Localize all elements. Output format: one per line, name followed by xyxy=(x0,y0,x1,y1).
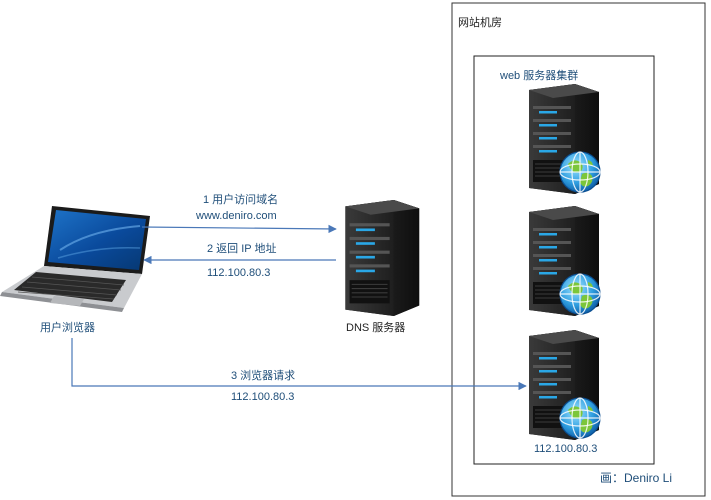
dns-server xyxy=(344,200,420,316)
cluster-title: web 服务器集群 xyxy=(499,68,578,82)
cluster-boundary xyxy=(473,55,655,465)
arrow-request-domain xyxy=(141,224,337,234)
room-boundary xyxy=(451,2,706,497)
globe-icon xyxy=(559,397,601,439)
web-server-ip: 112.100.80.3 xyxy=(534,443,597,455)
author-credit: 画：Deniro Li xyxy=(600,471,672,485)
room-title: 网站机房 xyxy=(458,15,502,29)
server-icon xyxy=(344,200,420,316)
step3-ip: 112.100.80.3 xyxy=(231,391,294,403)
web-server-2 xyxy=(528,206,601,316)
step2-ip: 112.100.80.3 xyxy=(207,267,270,279)
globe-icon xyxy=(559,273,601,315)
dns-label: DNS 服务器 xyxy=(346,321,405,334)
laptop-icon xyxy=(0,206,150,312)
arrow-browser-request xyxy=(71,338,527,391)
web-server-1 xyxy=(528,84,601,194)
step1-domain: www.deniro.com xyxy=(195,210,277,222)
globe-icon xyxy=(559,151,601,193)
client-label: 用户浏览器 xyxy=(40,320,95,334)
web-server-3 xyxy=(528,330,601,440)
step2-label: 2 返回 IP 地址 xyxy=(207,241,276,255)
step3-label: 3 浏览器请求 xyxy=(231,368,295,382)
step1-label: 1 用户访问域名 xyxy=(203,192,278,206)
